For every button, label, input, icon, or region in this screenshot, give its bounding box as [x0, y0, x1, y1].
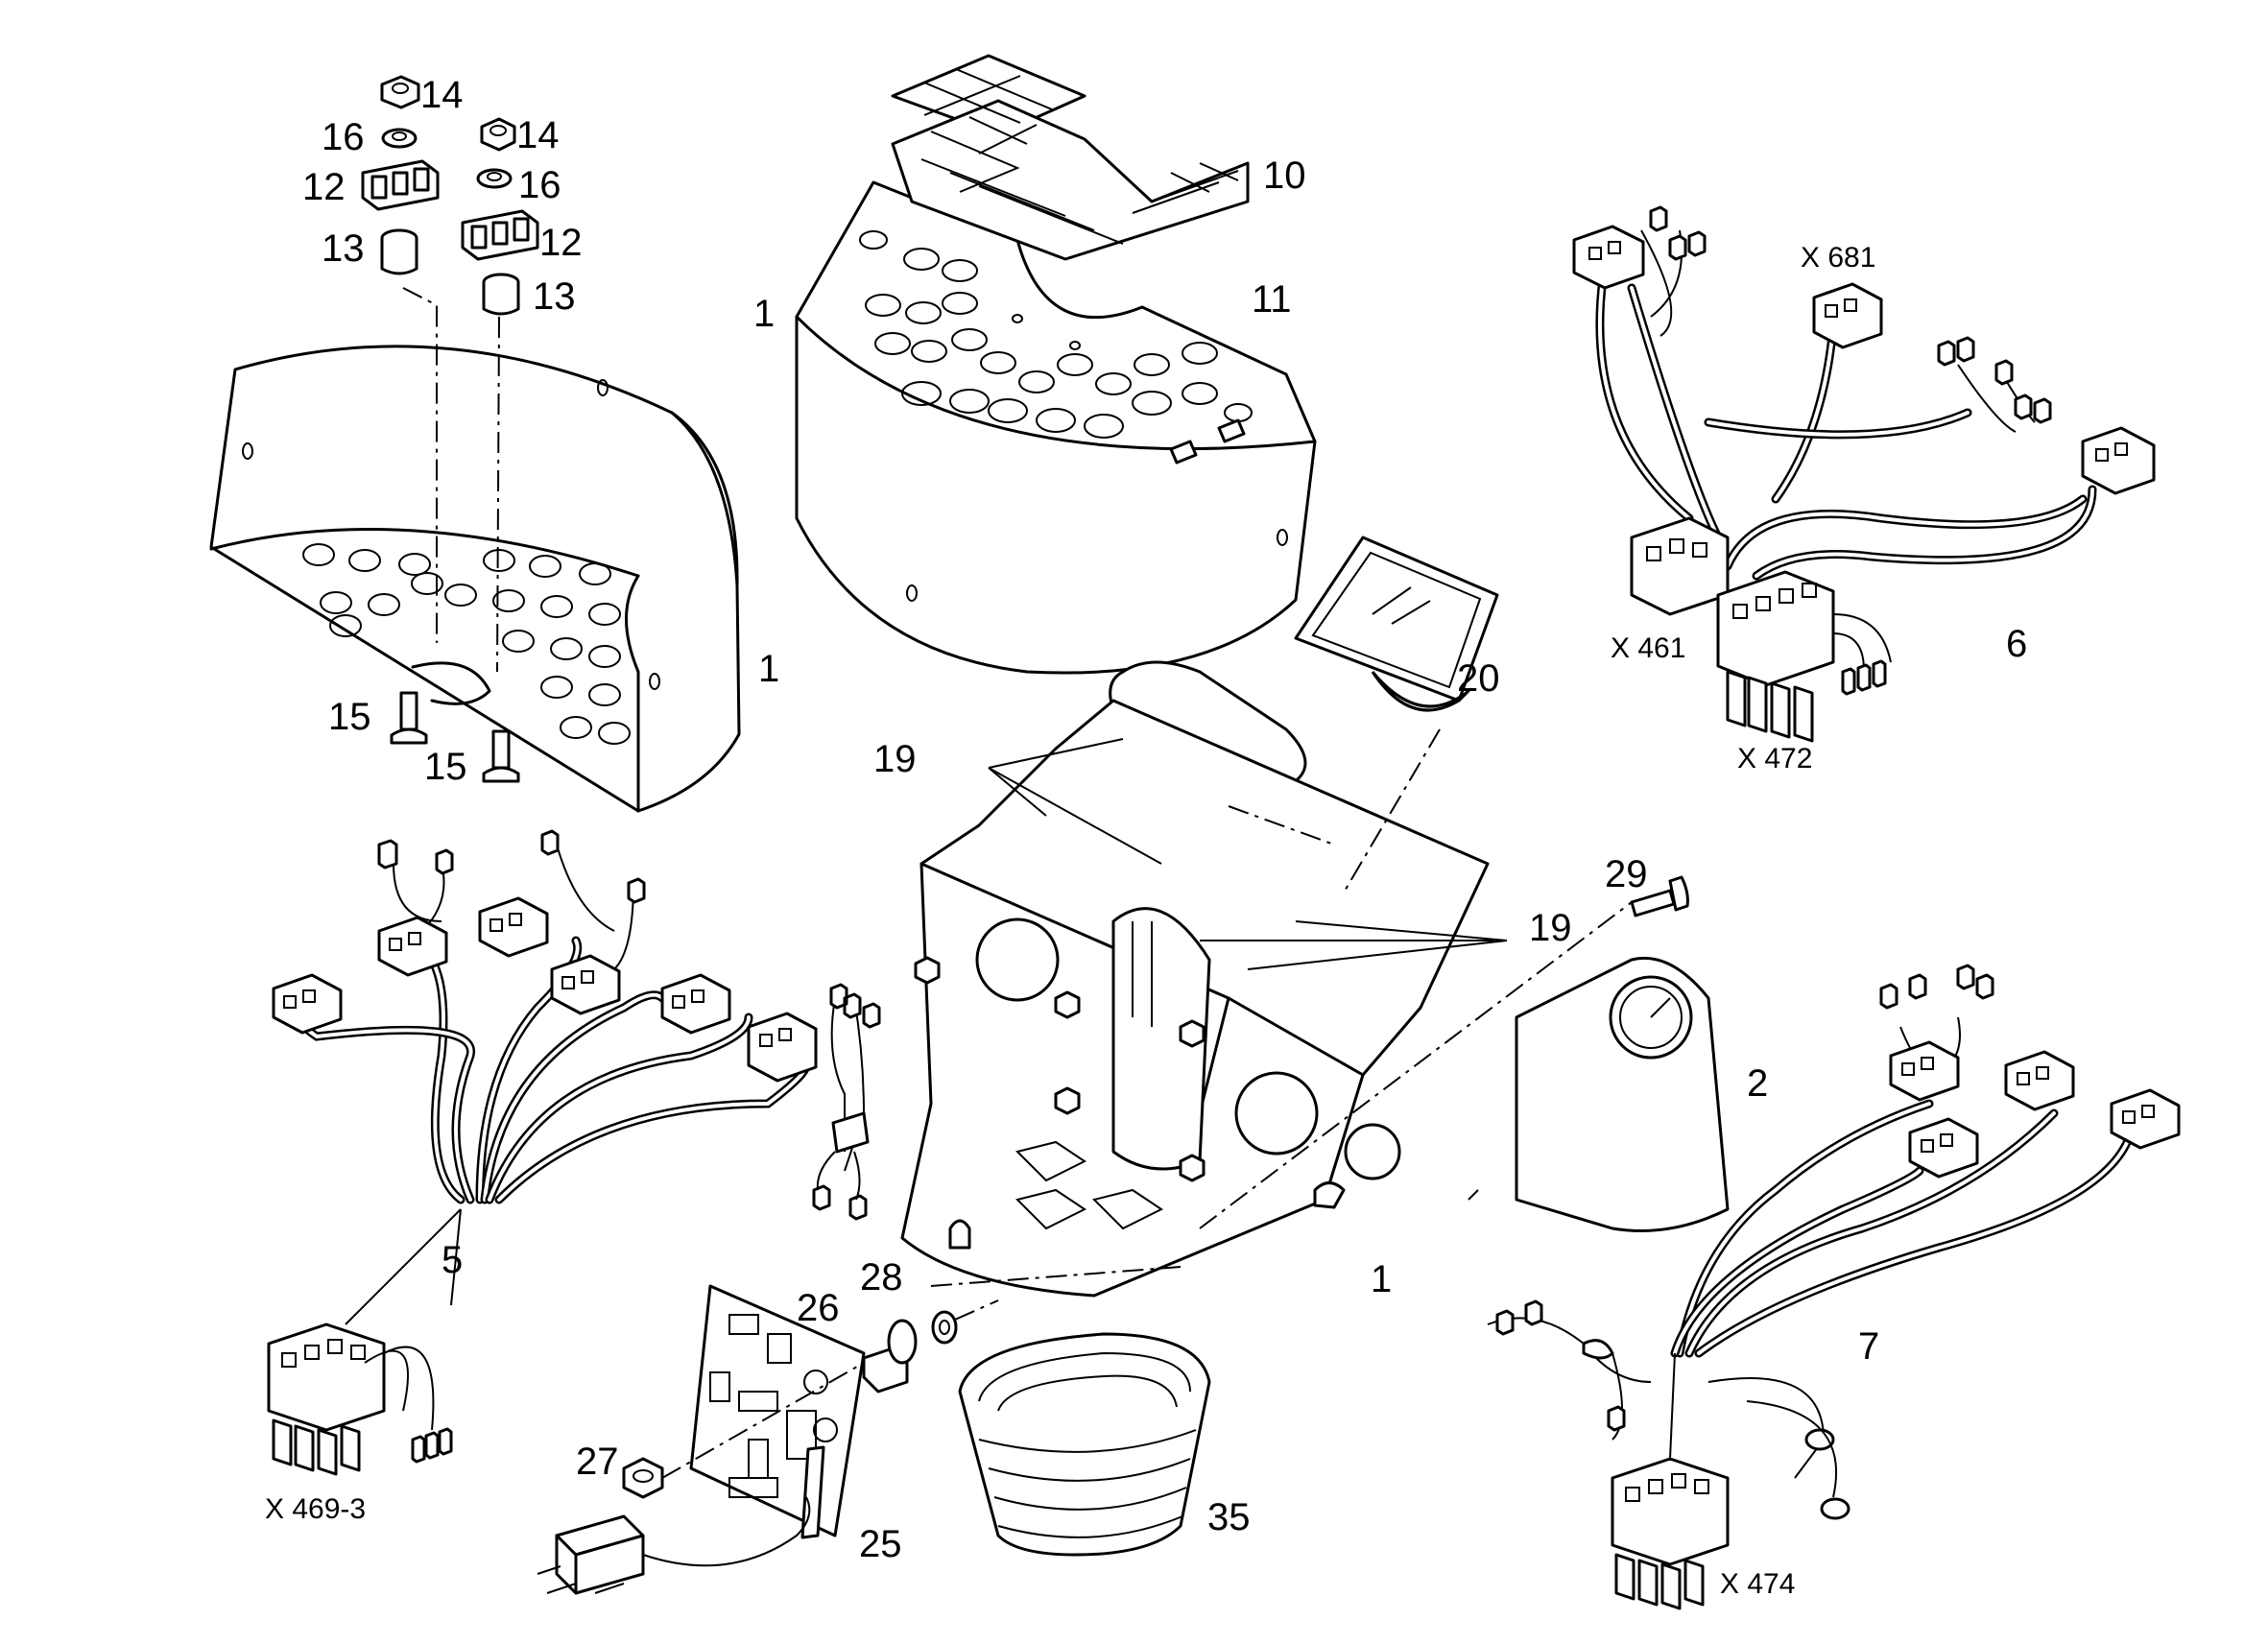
harness-6	[1572, 205, 2156, 743]
label-16b: 16	[518, 164, 561, 206]
label-35: 35	[1207, 1496, 1251, 1538]
screw-15a	[390, 691, 428, 745]
label-19-left: 19	[873, 738, 917, 780]
label-14a: 14	[420, 74, 464, 116]
label-1-left: 1	[758, 648, 779, 690]
gauge-cover-2	[1515, 956, 1730, 1232]
label-25: 25	[859, 1523, 902, 1565]
screw-29	[1630, 875, 1689, 917]
label-13b: 13	[533, 275, 576, 318]
screw-15b	[482, 729, 520, 783]
label-20: 20	[1457, 657, 1500, 700]
connector-x474: X 474	[1720, 1568, 1795, 1600]
pcb-25	[689, 1284, 866, 1539]
connector-plug	[537, 1496, 811, 1595]
top-shell-housing	[795, 180, 1317, 675]
label-27: 27	[576, 1441, 619, 1483]
left-shell-housing	[209, 345, 741, 813]
connector-labels: X 681 X 461 X 472 X 469-3 X 474	[265, 242, 1875, 1600]
part-number-labels: 14 16 12 13 14 16 12 13 15 15 1 1 1 10 1…	[302, 74, 2027, 1565]
grid-sheet-10	[891, 54, 1250, 261]
label-15a: 15	[328, 696, 371, 738]
washer-28	[931, 1310, 958, 1345]
label-6: 6	[2006, 623, 2027, 665]
connector-x681: X 681	[1801, 242, 1875, 274]
label-29: 29	[1605, 853, 1648, 895]
label-15b: 15	[424, 746, 467, 788]
label-5: 5	[442, 1239, 463, 1281]
connector-x472: X 472	[1737, 743, 1812, 774]
meter-20	[1294, 536, 1499, 712]
nut-27	[622, 1457, 664, 1499]
label-11: 11	[1252, 278, 1292, 321]
connector-x469-3: X 469-3	[265, 1493, 366, 1525]
base-housing	[900, 699, 1490, 1298]
hardware-stack-right	[461, 117, 539, 316]
label-16a: 16	[322, 116, 365, 158]
basket-35	[958, 1332, 1211, 1557]
part-26	[862, 1319, 918, 1394]
label-12a: 12	[302, 166, 346, 208]
label-1-top: 1	[753, 293, 775, 335]
label-19-right: 19	[1529, 907, 1572, 949]
label-7: 7	[1858, 1325, 1879, 1368]
label-26: 26	[797, 1287, 840, 1329]
label-28: 28	[860, 1256, 903, 1299]
harness-5	[267, 829, 881, 1476]
label-10: 10	[1263, 155, 1306, 197]
label-2: 2	[1747, 1062, 1768, 1105]
label-12b: 12	[539, 222, 583, 264]
label-13a: 13	[322, 227, 365, 270]
label-1-base: 1	[1371, 1258, 1392, 1300]
hardware-stack-left	[361, 75, 440, 275]
label-14b: 14	[516, 114, 560, 156]
connector-x461: X 461	[1611, 632, 1685, 664]
harness-7	[1487, 964, 2181, 1610]
